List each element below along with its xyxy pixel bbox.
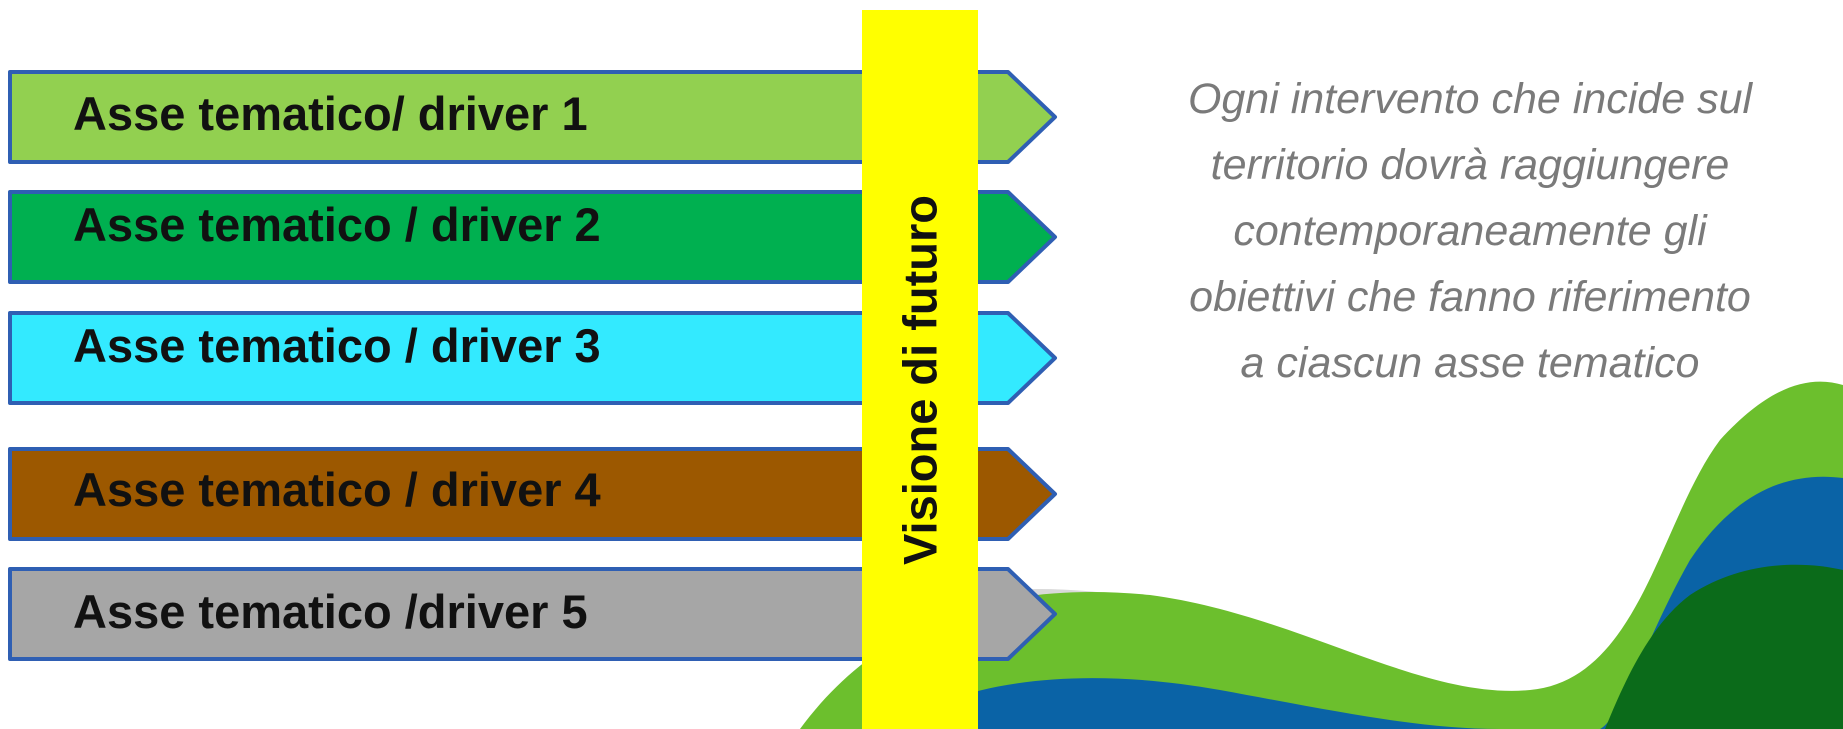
arrow-label-4: Asse tematico / driver 4 — [73, 463, 601, 516]
arrow-label-2: Asse tematico / driver 2 — [73, 198, 601, 251]
arrow-shape-4 — [8, 447, 1057, 541]
wave-light-green — [800, 381, 1843, 729]
arrow-label-1: Asse tematico/ driver 1 — [73, 87, 588, 140]
arrow-label-5: Asse tematico /driver 5 — [73, 585, 588, 638]
arrow-shape-1 — [8, 70, 1057, 164]
wave-dark-green — [1605, 564, 1843, 729]
vision-bar: Visione di futuro — [862, 10, 978, 729]
arrow-shape-5 — [8, 567, 1057, 661]
arrow-label-3: Asse tematico / driver 3 — [73, 319, 601, 372]
side-text: Ogni intervento che incide sul territori… — [1187, 75, 1753, 387]
arrow-shape-3 — [8, 311, 1057, 405]
arrow-shape-2 — [8, 190, 1057, 284]
vision-label: Visione di futuro — [893, 195, 947, 565]
